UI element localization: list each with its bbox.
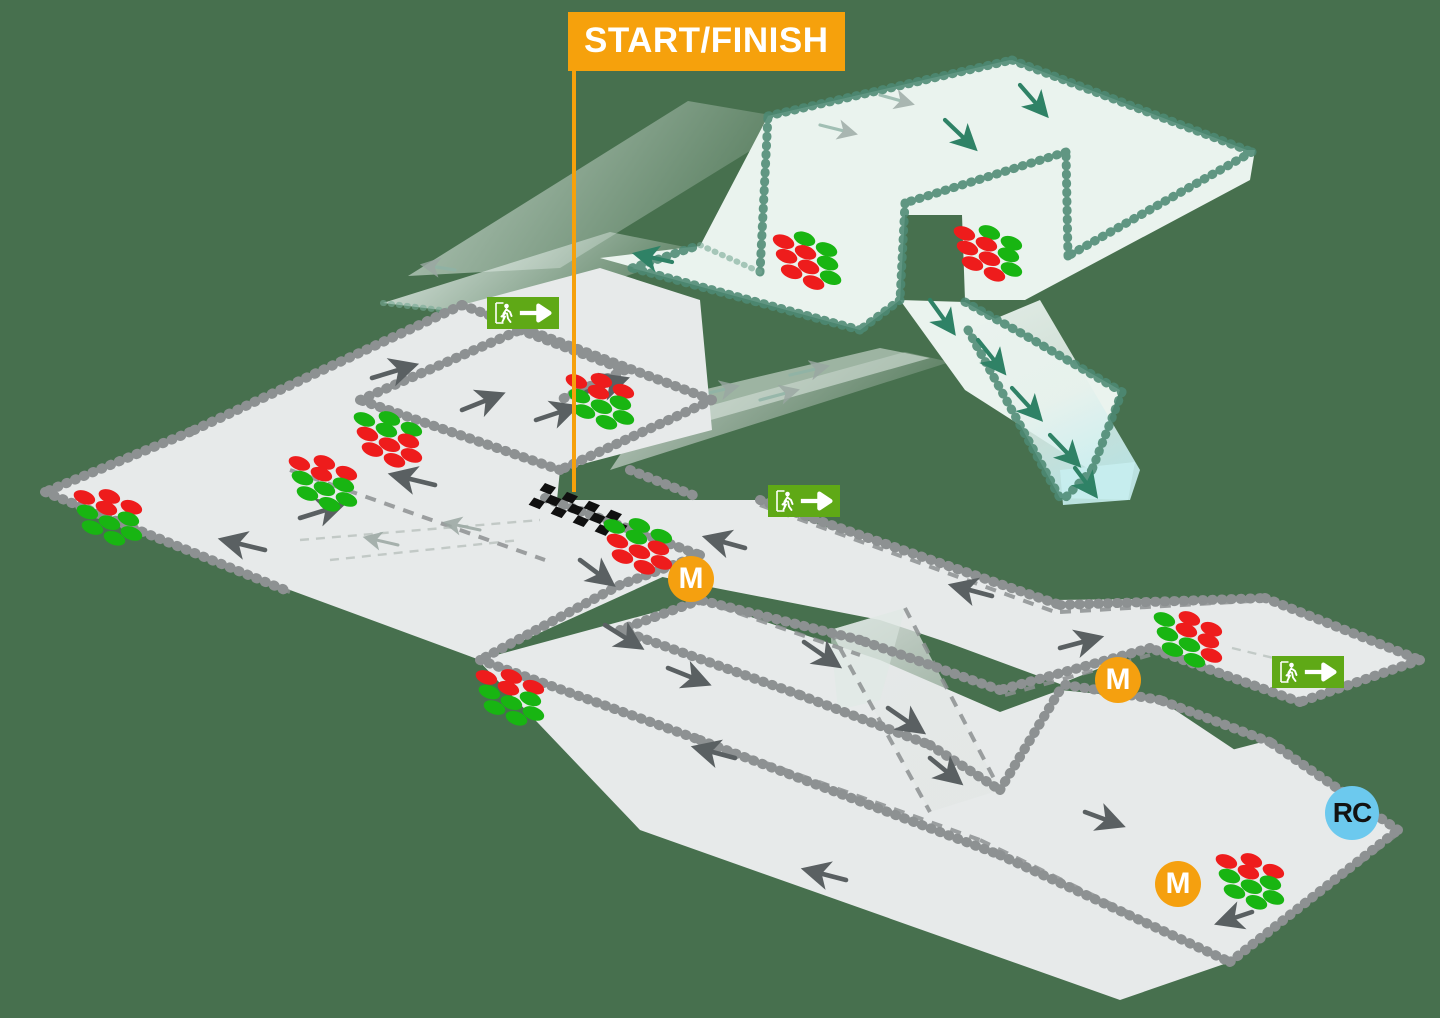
start-lights	[475, 669, 545, 726]
running-person-icon	[1277, 660, 1302, 684]
emergency-exit-sign[interactable]	[487, 297, 559, 329]
race-control-marker[interactable]: RC	[1325, 786, 1379, 840]
descending-ramp-mid	[610, 352, 950, 470]
lower-slab-left-c	[190, 305, 712, 470]
upper-barriers	[627, 55, 1257, 505]
arrow-right-icon	[800, 491, 833, 511]
marshal-post-label: M	[1165, 867, 1191, 900]
start-finish-label: START/FINISH	[584, 21, 829, 60]
start-lights	[288, 455, 358, 512]
marshal-post-marker[interactable]: M	[668, 556, 714, 602]
start-lights	[353, 411, 423, 468]
start-light-clusters	[73, 225, 1285, 910]
start-lights	[772, 231, 842, 290]
running-person-icon	[773, 489, 798, 513]
arrow-right-icon	[1304, 662, 1337, 682]
start-lights	[1153, 611, 1223, 668]
start-lights	[73, 489, 143, 546]
emergency-exit-sign[interactable]	[768, 485, 840, 517]
emergency-exit-sign[interactable]	[1272, 656, 1344, 688]
start-lights	[565, 373, 635, 430]
marshal-post-label: M	[678, 562, 704, 595]
race-control-label: RC	[1332, 797, 1372, 828]
arrow-right-icon	[519, 303, 552, 323]
upper-ramp-west-2	[408, 101, 800, 276]
marshal-post-marker[interactable]: M	[1095, 657, 1141, 703]
lower-ramp-left	[300, 500, 545, 575]
start-lights	[1215, 853, 1285, 910]
lower-arrows-faint	[362, 516, 482, 551]
marshal-post-marker[interactable]: M	[1155, 861, 1201, 907]
start-lights	[953, 225, 1023, 282]
marshal-post-label: M	[1105, 663, 1131, 696]
lower-slab-bottom-b	[478, 660, 1230, 1000]
start-finish-banner: START/FINISH	[568, 12, 845, 71]
start-lights	[603, 518, 673, 575]
upper-level-track	[380, 55, 1257, 505]
running-person-icon	[492, 301, 517, 325]
upper-ramp-west	[383, 232, 700, 318]
upper-arrows	[631, 82, 1099, 499]
